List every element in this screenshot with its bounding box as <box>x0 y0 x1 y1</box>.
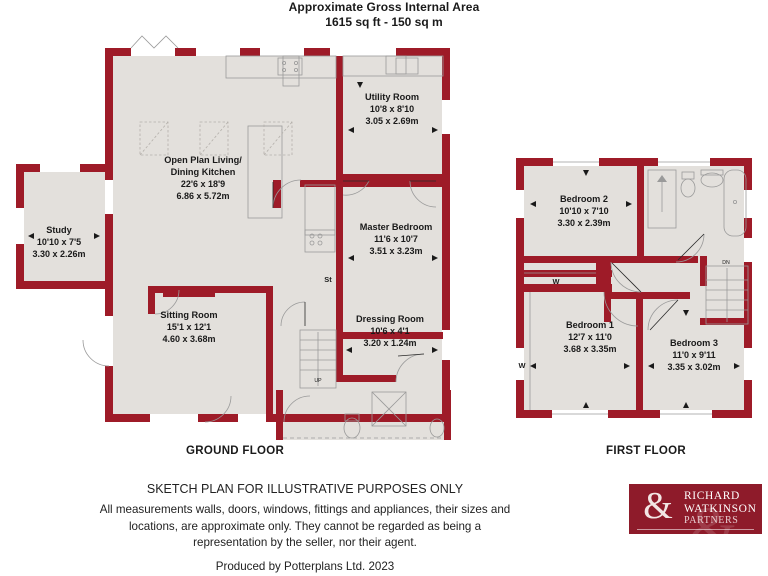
room-dim-bedroom1-metric: 3.68 x 3.35m <box>563 344 616 354</box>
store-marker-label: St <box>324 275 332 284</box>
room-dim-bedroom3-metric: 3.35 x 3.02m <box>667 362 720 372</box>
disclaimer-line-1: All measurements walls, doors, windows, … <box>99 503 511 516</box>
room-dim-dressing-imperial: 10'6 x 4'1 <box>370 326 409 336</box>
logo-ghost-ampersand-icon: & <box>689 496 738 534</box>
stairs-down-label: DN <box>722 260 730 266</box>
room-label-bedroom-1: Bedroom 1 <box>566 320 614 330</box>
room-dim-bedroom2-imperial: 10'10 x 7'10 <box>559 206 608 216</box>
room-label-dressing-room: Dressing Room <box>356 314 424 324</box>
room-dim-master-metric: 3.51 x 3.23m <box>369 246 422 256</box>
logo-name-line-1: RICHARD <box>684 490 740 502</box>
disclaimer-body: All measurements walls, doors, windows, … <box>0 502 610 552</box>
room-dim-bedroom1-imperial: 12'7 x 11'0 <box>568 332 612 342</box>
room-dim-open-plan-metric: 6.86 x 5.72m <box>176 191 229 201</box>
room-dim-study-imperial: 10'10 x 7'5 <box>37 237 81 247</box>
room-label-master-bedroom: Master Bedroom <box>360 222 433 232</box>
gross-area-value: 1615 sq ft - 150 sq m <box>325 15 443 29</box>
wardrobe-marker-2-label: W <box>519 361 526 370</box>
ground-floor-walls <box>16 48 451 440</box>
logo-ampersand-icon: & <box>643 485 673 527</box>
logo-name-line-3: PARTNERS <box>684 515 739 526</box>
room-label-utility: Utility Room <box>365 92 419 102</box>
room-label-study: Study <box>46 225 72 235</box>
room-dim-bedroom3-imperial: 11'0 x 9'11 <box>672 350 715 360</box>
gross-area-title: Approximate Gross Internal Area <box>288 0 480 14</box>
room-dim-utility-metric: 3.05 x 2.69m <box>365 116 418 126</box>
ground-floor-fixtures <box>82 35 445 439</box>
floorplan-drawing: Study 10'10 x 7'5 3.30 x 2.26m Open Plan… <box>16 35 752 440</box>
room-dim-study-metric: 3.30 x 2.26m <box>32 249 85 259</box>
room-dim-dressing-metric: 3.20 x 1.24m <box>363 338 416 348</box>
room-dim-open-plan-imperial: 22'6 x 18'9 <box>181 179 225 189</box>
room-label-bedroom-3: Bedroom 3 <box>670 338 718 348</box>
ground-floor-dimension-arrows <box>28 82 438 353</box>
produced-by-text: Produced by Potterplans Ltd. 2023 <box>215 560 395 573</box>
wardrobe-marker-1-label: W <box>553 277 560 286</box>
first-floor-plan: Bedroom 2 10'10 x 7'10 3.30 x 2.39m Bedr… <box>516 158 752 418</box>
ground-floor-plan: Study 10'10 x 7'5 3.30 x 2.26m Open Plan… <box>16 35 451 440</box>
disclaimer-title: SKETCH PLAN FOR ILLUSTRATIVE PURPOSES ON… <box>146 482 464 496</box>
disclaimer-line-3: representation by the seller, nor their … <box>193 536 417 549</box>
room-dim-utility-imperial: 10'8 x 8'10 <box>370 104 414 114</box>
caption-first-floor: FIRST FLOOR <box>606 445 686 457</box>
room-dim-master-imperial: 11'6 x 10'7 <box>374 234 418 244</box>
first-floor-fixtures <box>524 161 749 415</box>
ground-floor-labels: Study 10'10 x 7'5 3.30 x 2.26m Open Plan… <box>32 92 432 384</box>
logo-name-line-2: WATKINSON <box>684 502 757 515</box>
caption-ground-floor: GROUND FLOOR <box>186 445 285 457</box>
logo-name-block: RICHARD WATKINSON PARTNERS <box>684 490 756 527</box>
disclaimer-line-2: locations, are approximate only. They ca… <box>128 519 482 533</box>
room-label-sitting-room: Sitting Room <box>160 310 217 320</box>
stairs-up-label: UP <box>314 378 322 384</box>
room-dim-sitting-imperial: 15'1 x 12'1 <box>167 322 211 332</box>
room-dim-sitting-metric: 4.60 x 3.68m <box>162 334 215 344</box>
first-floor-labels: Bedroom 2 10'10 x 7'10 3.30 x 2.39m Bedr… <box>519 194 730 372</box>
ground-floor-fill <box>16 48 451 440</box>
logo-divider <box>637 529 754 530</box>
room-label-bedroom-2: Bedroom 2 <box>560 194 608 204</box>
room-label-open-plan-2: Dining Kitchen <box>171 167 236 177</box>
room-label-open-plan: Open Plan Living/ <box>164 155 242 165</box>
first-floor-dimension-arrows <box>530 170 740 408</box>
company-logo: & & RICHARD WATKINSON PARTNERS <box>629 484 762 534</box>
page-title: Approximate Gross Internal Area 1615 sq … <box>0 0 768 30</box>
room-dim-bedroom2-metric: 3.30 x 2.39m <box>557 218 610 228</box>
